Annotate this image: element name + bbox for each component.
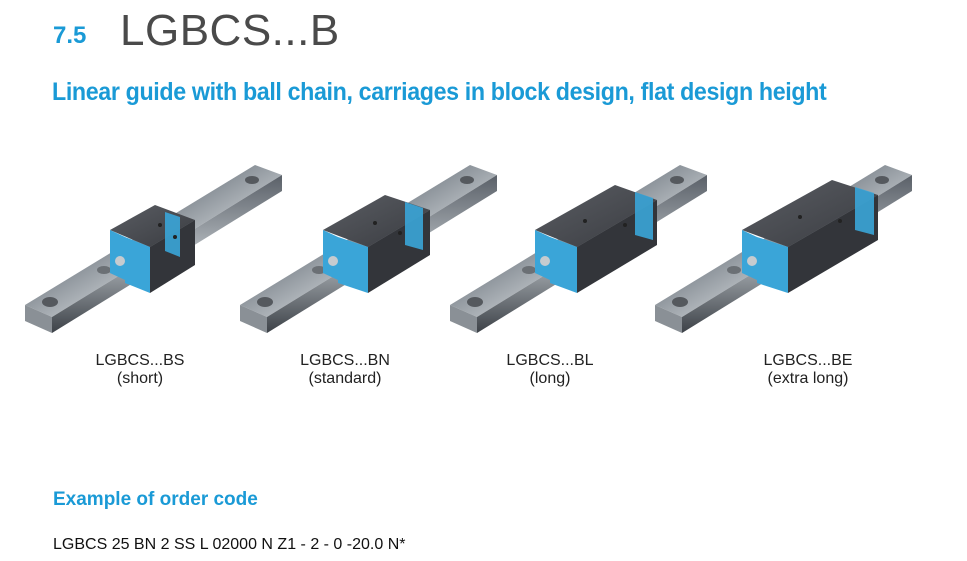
linear-guide-extra-long-image bbox=[655, 165, 912, 333]
page-subtitle: Linear guide with ball chain, carriages … bbox=[52, 78, 827, 106]
product-image-short bbox=[20, 155, 310, 345]
product-variant: (short) bbox=[116, 370, 164, 387]
order-code-example: LGBCS 25 BN 2 SS L 02000 N Z1 - 2 - 0 -2… bbox=[53, 536, 406, 553]
product-model: LGBCS...BL bbox=[506, 352, 594, 369]
product-variant: (long) bbox=[529, 370, 571, 387]
linear-guide-standard-image bbox=[240, 165, 497, 333]
section-number: 7.5 bbox=[53, 22, 87, 49]
product-model: LGBCS...BS bbox=[95, 352, 185, 369]
product-caption-long: LGBCS...BL (long) bbox=[450, 352, 650, 388]
page-title: LGBCS...B bbox=[120, 6, 340, 55]
product-caption-standard: LGBCS...BN (standard) bbox=[245, 352, 445, 388]
product-model: LGBCS...BN bbox=[300, 352, 390, 369]
product-caption-short: LGBCS...BS (short) bbox=[40, 352, 240, 388]
product-variant: (extra long) bbox=[767, 370, 849, 387]
product-model: LGBCS...BE bbox=[763, 352, 853, 369]
product-image-long bbox=[445, 155, 735, 345]
product-caption-extra-long: LGBCS...BE (extra long) bbox=[708, 352, 908, 388]
linear-guide-long-image bbox=[450, 165, 707, 333]
product-variant: (standard) bbox=[308, 370, 382, 387]
product-image-extra-long bbox=[650, 155, 940, 345]
product-image-standard bbox=[235, 155, 525, 345]
order-code-heading: Example of order code bbox=[53, 489, 258, 510]
linear-guide-short-image bbox=[25, 165, 282, 333]
